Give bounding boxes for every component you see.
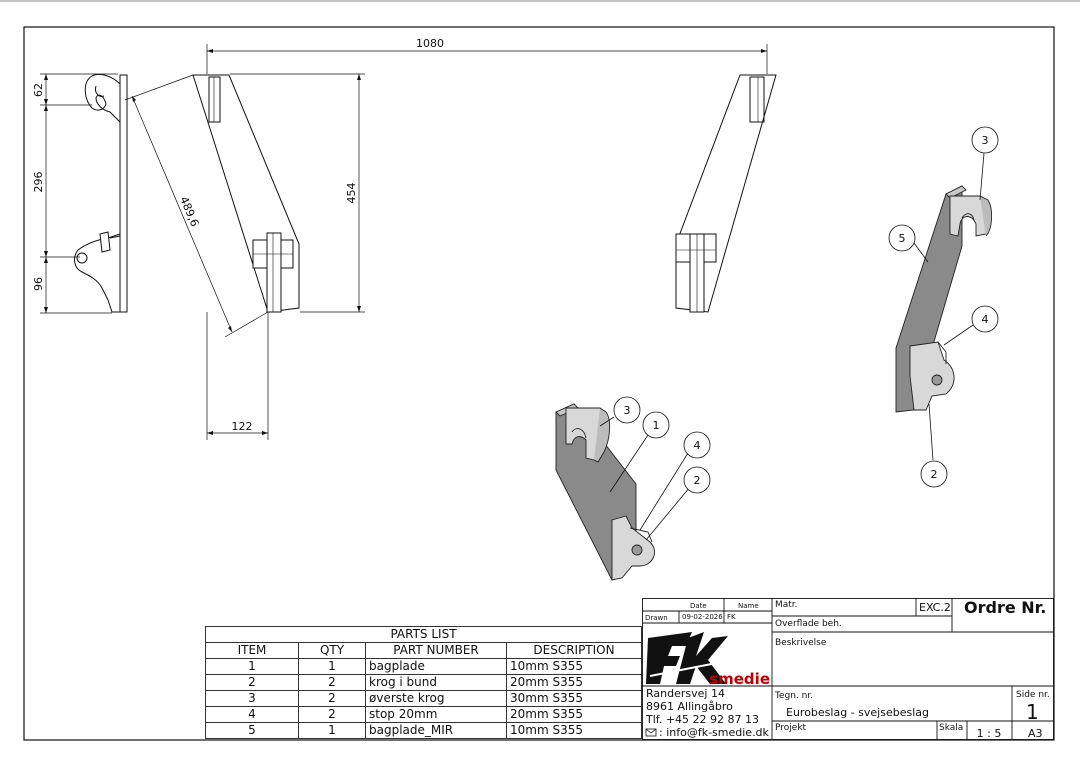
matr-label: Matr. xyxy=(775,600,798,610)
table-row: 1 1 bagplade 10mm S355 xyxy=(205,658,642,675)
table-row: 5 1 bagplade_MIR 10mm S355 xyxy=(205,722,642,739)
cell-description: 20mm S355 xyxy=(506,674,642,691)
header-description: DESCRIPTION xyxy=(506,642,642,659)
cell-qty: 2 xyxy=(298,674,366,691)
dim-side-bottom: 96 xyxy=(32,277,45,291)
cell-description: 20mm S355 xyxy=(506,706,642,723)
isometric-view-2 xyxy=(895,185,993,413)
exc-value: EXC.2 xyxy=(919,601,951,614)
balloon-iso1-d: 2 xyxy=(694,474,701,487)
email: : info@fk-smedie.dk xyxy=(659,726,769,739)
dim-height: 454 xyxy=(345,183,358,204)
cell-qty: 1 xyxy=(298,722,366,739)
cell-part-number: bagplade xyxy=(365,658,507,675)
address-line-2: 8961 Allingåbro xyxy=(646,700,733,713)
cell-description: 10mm S355 xyxy=(506,658,642,675)
dim-side-top: 62 xyxy=(32,83,45,97)
cell-description: 10mm S355 xyxy=(506,722,642,739)
cell-description: 30mm S355 xyxy=(506,690,642,707)
drawing-title: Eurobeslag - svejsebeslag xyxy=(786,706,929,719)
logo-text: smedie xyxy=(709,670,770,688)
cell-part-number: bagplade_MIR xyxy=(365,722,507,739)
cell-qty: 1 xyxy=(298,658,366,675)
cell-part-number: stop 20mm xyxy=(365,706,507,723)
header-part-number: PART NUMBER xyxy=(365,642,507,659)
drawing-frame xyxy=(23,26,1055,741)
balloon-iso2-c: 4 xyxy=(982,313,989,326)
balloon-iso2-d: 2 xyxy=(931,468,938,481)
drawn-date: 09-02-2026 xyxy=(682,613,723,621)
envelope-icon xyxy=(645,728,657,737)
table-row: 3 2 øverste krog 30mm S355 xyxy=(205,690,642,707)
phone: Tlf. +45 22 92 87 13 xyxy=(646,713,760,726)
balloons-iso-1 xyxy=(599,396,711,541)
front-view-left xyxy=(192,74,300,313)
title-block: smedie Date Name Drawn 09-02-2026 FK Ran… xyxy=(642,598,1054,740)
sheet-format: A3 xyxy=(1028,727,1043,740)
side-dimensions xyxy=(40,73,118,314)
drawing-no-label: Tegn. nr. xyxy=(775,691,814,701)
header-qty: QTY xyxy=(298,642,366,659)
scale-value: 1 : 5 xyxy=(976,727,1002,740)
balloon-iso2-a: 3 xyxy=(982,134,989,147)
order-label: Ordre Nr. xyxy=(964,598,1047,617)
cell-item: 4 xyxy=(205,706,299,723)
balloon-iso1-a: 3 xyxy=(624,404,631,417)
balloon-iso2-b: 5 xyxy=(899,232,906,245)
balloon-iso1-b: 1 xyxy=(653,419,660,432)
front-dimensions xyxy=(124,44,768,440)
header-item: ITEM xyxy=(205,642,299,659)
dim-offset: 122 xyxy=(232,420,253,433)
dim-side-mid: 296 xyxy=(32,172,45,193)
drawn-name: FK xyxy=(727,613,736,621)
project-label: Projekt xyxy=(775,723,807,733)
table-row: 4 2 stop 20mm 20mm S355 xyxy=(205,706,642,723)
side-view xyxy=(74,73,128,313)
cell-qty: 2 xyxy=(298,690,366,707)
parts-list-caption: PARTS LIST xyxy=(205,626,642,643)
drawn-label: Drawn xyxy=(645,614,668,622)
date-label: Date xyxy=(690,602,707,610)
scale-label: Skala xyxy=(939,723,964,733)
parts-list-header-row: ITEM QTY PART NUMBER DESCRIPTION xyxy=(205,642,642,659)
title-block-grid: smedie xyxy=(642,598,1054,740)
isometric-view-1 xyxy=(555,403,655,581)
front-view-right xyxy=(675,74,777,313)
name-label: Name xyxy=(738,602,759,610)
cell-part-number: øverste krog xyxy=(365,690,507,707)
cell-qty: 2 xyxy=(298,706,366,723)
table-row: 2 2 krog i bund 20mm S355 xyxy=(205,674,642,691)
cell-item: 2 xyxy=(205,674,299,691)
parts-list-table: PARTS LIST ITEM QTY PART NUMBER DESCRIPT… xyxy=(205,626,642,739)
balloon-iso1-c: 4 xyxy=(694,439,701,452)
page-value: 1 xyxy=(1026,700,1039,724)
balloons-iso-2 xyxy=(888,126,999,488)
dim-overall-width: 1080 xyxy=(416,37,444,50)
company-logo xyxy=(646,632,733,684)
cell-part-number: krog i bund xyxy=(365,674,507,691)
cell-item: 3 xyxy=(205,690,299,707)
cell-item: 5 xyxy=(205,722,299,739)
description-label: Beskrivelse xyxy=(775,638,827,648)
address-line-1: Randersvej 14 xyxy=(646,687,725,700)
surface-label: Overflade beh. xyxy=(775,619,842,629)
cell-item: 1 xyxy=(205,658,299,675)
page-label: Side nr. xyxy=(1016,690,1050,700)
